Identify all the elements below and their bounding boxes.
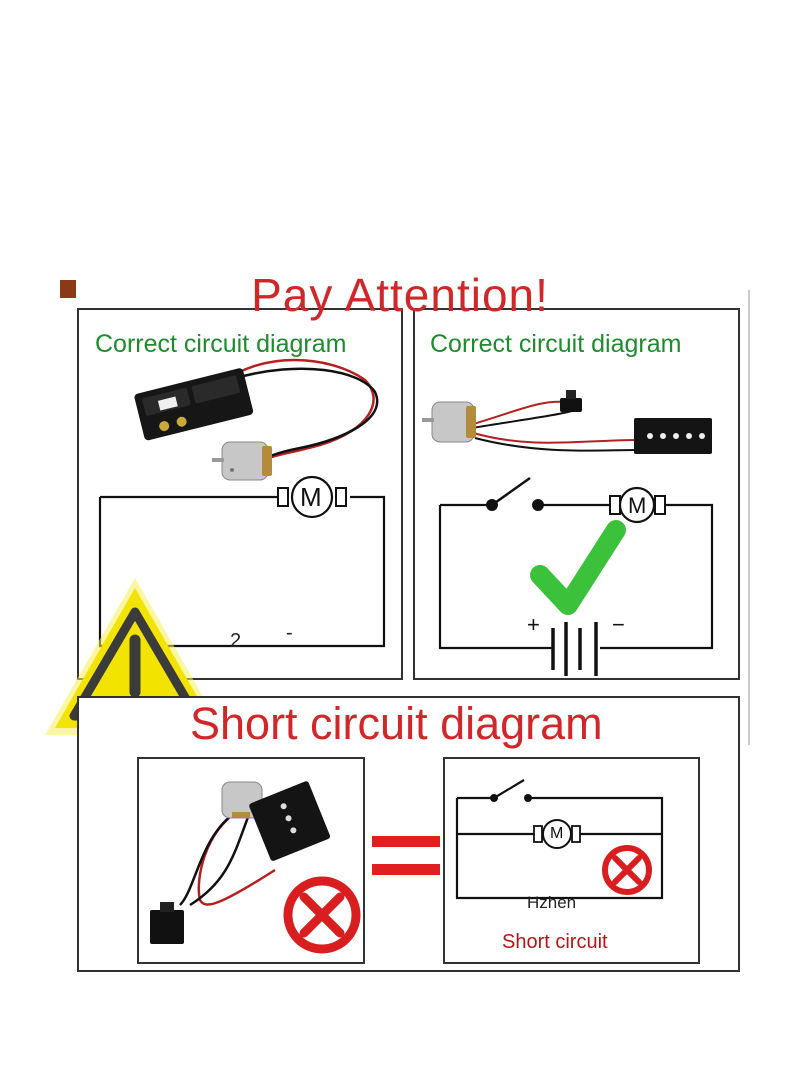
corner-mark xyxy=(60,280,76,298)
short-schematic-box xyxy=(443,757,700,964)
page-title: Pay Attention! xyxy=(251,269,549,321)
top-left-plus-label: 2 xyxy=(230,630,242,652)
top-right-label: Correct circuit diagram xyxy=(430,330,682,358)
right-edge-line xyxy=(748,290,750,745)
top-right-motor-letter: M xyxy=(628,493,647,518)
top-left-minus-label: - xyxy=(286,622,293,644)
top-right-plus-label: + xyxy=(527,612,540,637)
short-circuit-title: Short circuit diagram xyxy=(190,698,603,749)
watermark-text: Hzhen xyxy=(527,893,577,912)
top-left-motor-letter: M xyxy=(300,482,322,512)
short-circuit-caption: Short circuit xyxy=(502,931,608,953)
equals-sign xyxy=(372,836,440,847)
short-motor-letter: M xyxy=(550,825,564,842)
top-right-panel xyxy=(413,308,740,680)
top-left-label: Correct circuit diagram xyxy=(95,330,347,358)
top-right-minus-label: − xyxy=(612,612,625,637)
equals-sign-lower xyxy=(372,864,440,875)
